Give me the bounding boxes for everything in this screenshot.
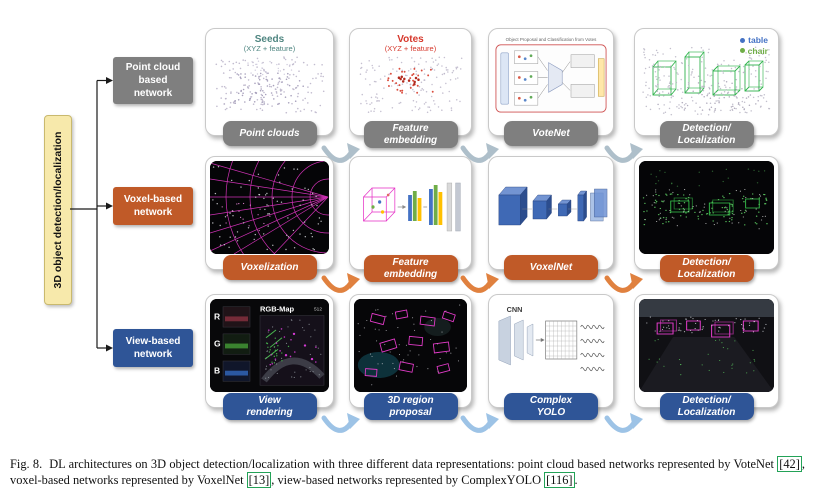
legend-label-table: table bbox=[748, 35, 768, 45]
citation-13[interactable]: [13] bbox=[246, 471, 272, 488]
network-box-view: View-based network bbox=[113, 329, 193, 367]
voxel-detection-art bbox=[639, 161, 774, 254]
legend-item-table: table bbox=[740, 35, 768, 46]
citation-116[interactable]: [116] bbox=[544, 471, 575, 488]
chair-dot bbox=[739, 48, 745, 54]
panel-label-detection-voxel: Detection/ Localization bbox=[659, 255, 754, 282]
channel-r-label: R bbox=[214, 311, 220, 321]
network-box-voxel: Voxel-based network bbox=[113, 187, 193, 225]
legend-item-chair: chair bbox=[739, 45, 768, 57]
network-box-point-cloud: Point cloud based network bbox=[113, 57, 193, 104]
figure-caption: Fig. 8. DL architectures on 3D object det… bbox=[10, 456, 805, 488]
panel-label-view-rendering: View rendering bbox=[222, 393, 317, 420]
table-dot bbox=[740, 37, 746, 43]
panel-label-feature-embedding-pc: Feature embedding bbox=[363, 121, 458, 148]
panel-feature-embedding-voxel: Feature embedding bbox=[349, 156, 472, 282]
complex-yolo-art: CNN bbox=[498, 305, 605, 372]
panel-voxelnet: VoxelNet bbox=[488, 156, 614, 280]
panel-label-votenet: VoteNet bbox=[504, 121, 598, 146]
panel-label-complex-yolo: Complex YOLO bbox=[504, 393, 598, 420]
flow-arrow bbox=[321, 143, 360, 163]
flow-arrow bbox=[604, 273, 643, 293]
voxelnet-art bbox=[498, 186, 608, 226]
view-rendering-art: R G B RGB-Map 512 bbox=[210, 299, 329, 392]
panel-feature-embedding-pc: Votes (XYZ + feature) Feature embedding bbox=[349, 28, 472, 148]
panel-complex-yolo: CNN bbox=[488, 294, 614, 420]
panel-label-point-clouds: Point clouds bbox=[222, 121, 317, 146]
flow-arrow bbox=[321, 273, 360, 293]
votes-annotation: Votes (XYZ + feature) bbox=[354, 34, 467, 53]
cnn-label: CNN bbox=[507, 305, 523, 314]
rgb-map-label: RGB-Map bbox=[260, 305, 295, 314]
voxel-feature-art bbox=[363, 182, 461, 232]
voxelization-art bbox=[210, 161, 329, 254]
channel-g-label: G bbox=[214, 339, 221, 349]
votes-pointcloud-art bbox=[359, 56, 463, 114]
panel-voxelization: Voxelization bbox=[205, 156, 334, 280]
caption-text: DL architectures on 3D object detection/… bbox=[49, 457, 778, 471]
panel-point-clouds: Seeds (XYZ + feature) Point clouds bbox=[205, 28, 334, 146]
figure-number: Fig. 8. bbox=[10, 457, 43, 471]
seeds-subtitle: (XYZ + feature) bbox=[243, 44, 296, 53]
seeds-annotation: Seeds (XYZ + feature) bbox=[210, 34, 329, 53]
flow-arrow bbox=[460, 413, 499, 433]
votes-title: Votes bbox=[397, 34, 424, 45]
panel-label-3d-region-proposal: 3D region proposal bbox=[363, 393, 458, 420]
panel-detection-pc: table chair Detection/ Localization bbox=[634, 28, 779, 148]
panel-label-feature-embedding-voxel: Feature embedding bbox=[363, 255, 458, 282]
panel-3d-region-proposal: 3D region proposal bbox=[349, 294, 472, 420]
panel-detection-voxel: Detection/ Localization bbox=[634, 156, 779, 282]
votenet-diagram-title: Object Proposal and Classification from … bbox=[506, 37, 597, 42]
flow-arrow bbox=[460, 143, 499, 163]
caption-text: . bbox=[574, 472, 578, 487]
connector-lines bbox=[70, 77, 113, 352]
panel-label-detection-view: Detection/ Localization bbox=[659, 393, 754, 420]
votenet-diagram-art: Object Proposal and Classification from … bbox=[495, 37, 607, 113]
root-category-box: 3D object detection/localization bbox=[44, 115, 72, 305]
legend-label-chair: chair bbox=[747, 45, 768, 56]
flow-arrow bbox=[460, 273, 499, 293]
panel-label-detection-pc: Detection/ Localization bbox=[659, 121, 754, 148]
seeds-pointcloud-art bbox=[215, 56, 325, 114]
seeds-title: Seeds bbox=[254, 34, 285, 45]
view-detection-art bbox=[639, 299, 774, 392]
panel-votenet: Object Proposal and Classification from … bbox=[488, 28, 614, 146]
region-proposal-art bbox=[354, 299, 467, 392]
panel-label-voxelnet: VoxelNet bbox=[504, 255, 598, 280]
citation-42[interactable]: [42] bbox=[777, 456, 802, 472]
caption-text: , view-based networks represented by Com… bbox=[271, 472, 545, 487]
flow-arrow bbox=[604, 143, 643, 163]
detection-result-art-pc bbox=[642, 46, 771, 116]
caption-text: , voxel-based networks represented by Vo… bbox=[10, 457, 805, 487]
flow-arrow bbox=[604, 413, 643, 433]
panel-label-voxelization: Voxelization bbox=[222, 255, 317, 280]
panel-view-rendering: R G B RGB-Map 512 bbox=[205, 294, 334, 420]
map-size-label: 512 bbox=[314, 307, 322, 313]
class-legend: table chair bbox=[739, 35, 768, 57]
panel-detection-view: Detection/ Localization bbox=[634, 294, 779, 420]
flow-arrow bbox=[321, 413, 360, 433]
channel-b-label: B bbox=[214, 366, 220, 376]
votes-subtitle: (XYZ + feature) bbox=[384, 44, 437, 53]
